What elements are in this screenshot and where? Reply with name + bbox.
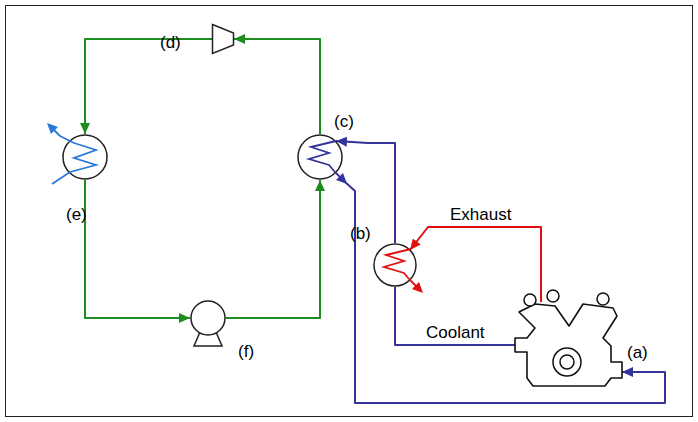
pipe-connector bbox=[234, 39, 320, 134]
callout-label: (c) bbox=[334, 112, 354, 132]
callout-label: (e) bbox=[66, 205, 87, 225]
pipe-connector bbox=[336, 141, 395, 243]
callout-label: (d) bbox=[160, 33, 181, 53]
stream-label: Coolant bbox=[424, 323, 487, 343]
pipe-connector bbox=[85, 39, 212, 134]
turbine-symbol bbox=[212, 24, 234, 54]
pump: (f) bbox=[190, 300, 226, 336]
evaporator-symbol bbox=[297, 134, 343, 180]
frame bbox=[6, 6, 693, 417]
pump-symbol bbox=[190, 300, 226, 336]
exhaust-heat-exchanger-symbol bbox=[373, 243, 417, 287]
condenser-symbol bbox=[62, 134, 108, 180]
pipe-connector bbox=[345, 182, 665, 403]
callout-label: (f) bbox=[238, 342, 254, 362]
stream-label: Exhaust bbox=[448, 205, 513, 225]
pipe-connector bbox=[85, 180, 190, 318]
condenser: (e) bbox=[62, 134, 108, 180]
callout-label: (b) bbox=[350, 224, 371, 244]
pipe-connector bbox=[226, 180, 320, 318]
turbine: (d) bbox=[212, 24, 234, 54]
callout-label: (a) bbox=[627, 343, 648, 363]
evaporator: (c) bbox=[297, 134, 343, 180]
exhaust-heat-exchanger: (b) bbox=[373, 243, 417, 287]
pipe-connector bbox=[395, 287, 515, 345]
pipe-connector bbox=[410, 227, 541, 282]
engine-symbol bbox=[515, 282, 622, 390]
engine: (a) bbox=[515, 282, 622, 390]
